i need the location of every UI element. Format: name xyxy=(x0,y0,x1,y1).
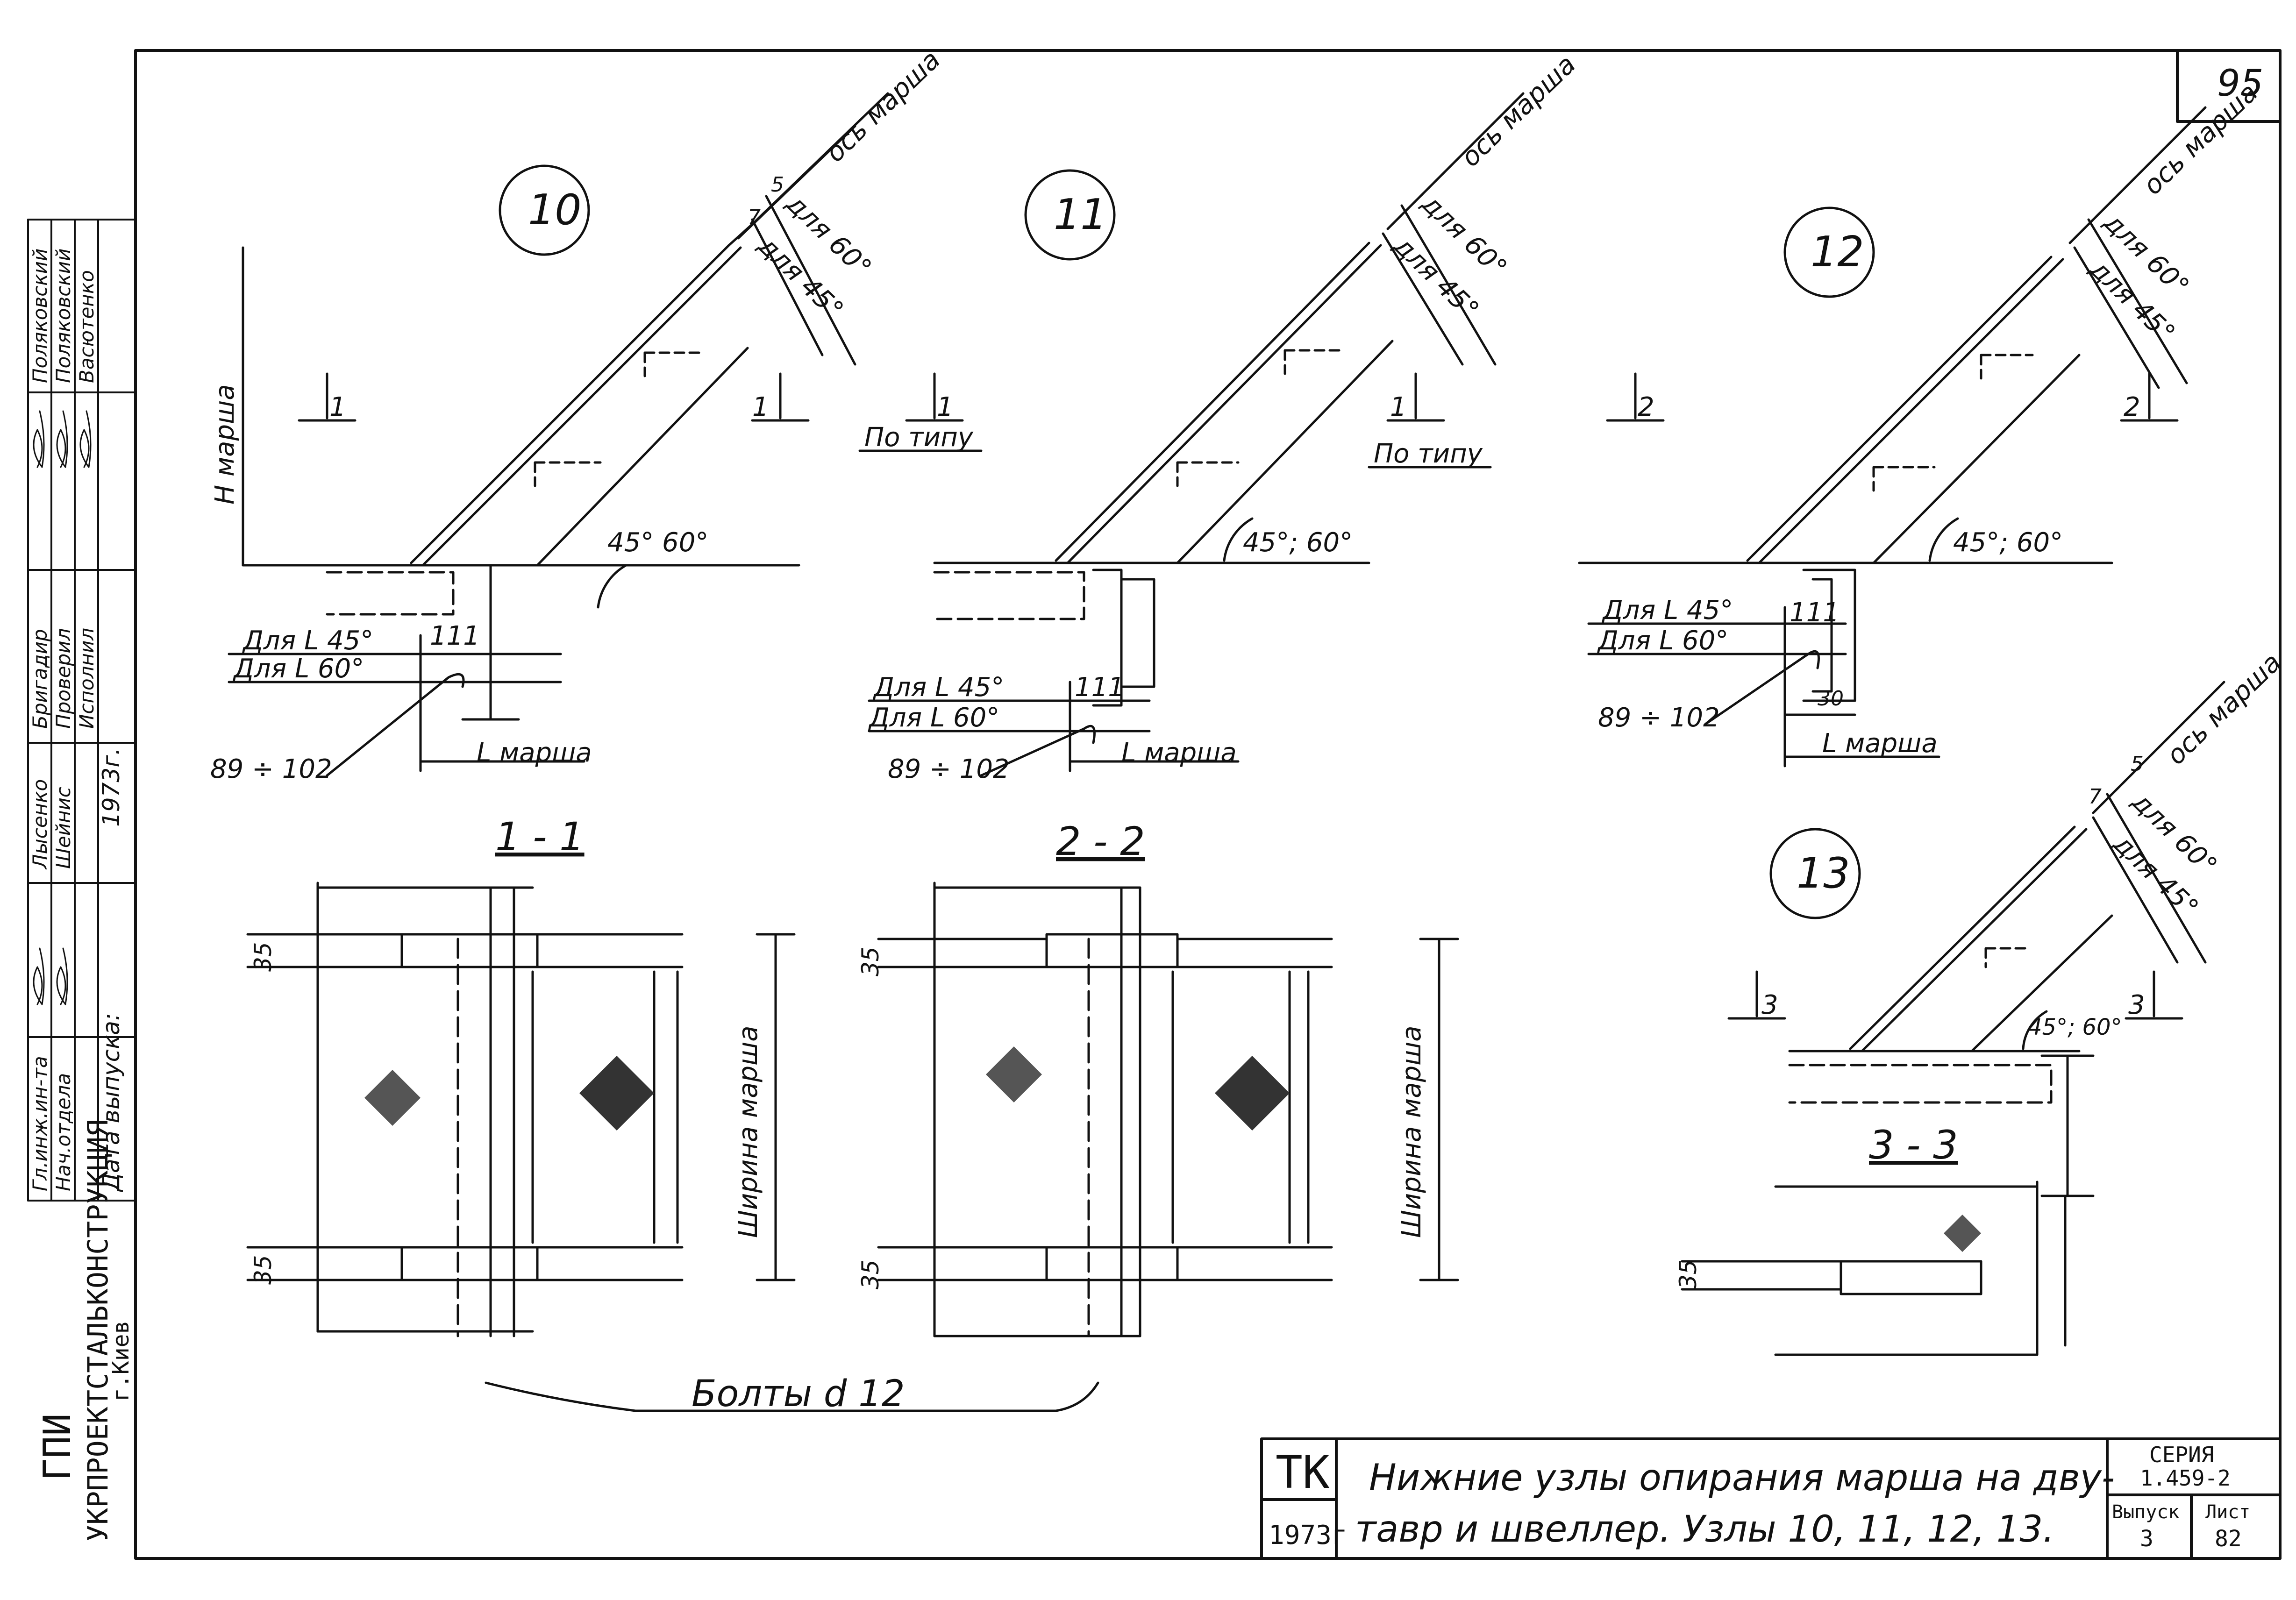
node-10-height: Н марша xyxy=(210,384,240,505)
stamp-role-chief-engineer: Гл.инж.ин-та xyxy=(29,1056,51,1191)
node-11-range: 89 ÷ 102 xyxy=(888,754,1010,784)
node-10-dim-7: 7 xyxy=(748,206,761,229)
stamp-org-2: УКРПРОЕКТСТАЛЬКОНСТРУКЦИЯ xyxy=(82,1120,114,1542)
node-12-for-l60: Для L 60° xyxy=(1597,626,1728,656)
node-12: 12 Для L 45 xyxy=(1578,78,2264,768)
section-1-1-title: 1 - 1 xyxy=(495,814,585,860)
section-1-1: 1 - 1 35 35 xyxy=(246,814,796,1337)
left-stamp: ГПИ УКРПРОЕКТСТАЛЬКОНСТРУКЦИЯ г.Киев Гл.… xyxy=(27,219,136,1542)
node-11-cut-left: 1 xyxy=(937,392,954,422)
section-2-2-dim-top: 35 xyxy=(857,946,884,976)
node-10-dim-5: 5 xyxy=(771,173,784,197)
node-12-number: 12 xyxy=(1811,228,1864,277)
node-11-by-type-left: По типу xyxy=(864,422,974,453)
series-value: 1.459-2 xyxy=(2140,1465,2231,1491)
node-10-cut-right: 1 xyxy=(752,392,769,422)
bolts-leader: Болты d 12 xyxy=(485,1373,1099,1415)
stamp-role-executed: Исполнил xyxy=(75,628,98,729)
node-12-angle: 45°; 60° xyxy=(1953,527,2063,558)
title-block: ТК 1973г Нижние узлы опирания марша на д… xyxy=(1260,1437,2282,1560)
node-12-dim-30: 30 xyxy=(1818,687,1844,711)
section-3-3-dim: 35 xyxy=(1675,1259,1702,1289)
stamp-role-brigadier: Бригадир xyxy=(29,629,51,729)
section-1-1-dim-bottom: 35 xyxy=(250,1255,277,1285)
section-1-1-width: Ширина марша xyxy=(733,1025,763,1238)
title-year: 1973г xyxy=(1269,1520,1348,1550)
title-code: ТК xyxy=(1276,1446,1330,1499)
node-11-dim-111: 111 xyxy=(1075,672,1125,703)
section-2-2-title: 2 - 2 xyxy=(1056,818,1145,864)
signature-scribbles xyxy=(33,410,92,1005)
stamp-sign-3: Васютенко xyxy=(75,270,98,383)
section-2-2-width: Ширина марша xyxy=(1397,1025,1427,1238)
stamp-sign-2: Поляковский xyxy=(52,249,75,383)
sheet-value: 82 xyxy=(2215,1526,2242,1552)
node-11-for-l60: Для L 60° xyxy=(868,703,999,733)
sheet-frame xyxy=(134,49,2282,1560)
node-12-dim-111: 111 xyxy=(1790,597,1840,628)
node-12-cut-left: 2 xyxy=(1638,392,1654,422)
section-2-2: 2 - 2 35 35 xyxy=(857,818,1459,1337)
node-10-for-l60: Для L 60° xyxy=(232,654,364,684)
node-13-axis: ось марша xyxy=(2161,647,2288,771)
stamp-role-head-dept: Нач.отдела xyxy=(52,1073,75,1191)
node-13-dim-5: 5 xyxy=(2131,752,2144,776)
node-12-range: 89 ÷ 102 xyxy=(1598,703,1720,733)
stamp-name-2: Шейнис xyxy=(52,787,75,869)
node-10-range: 89 ÷ 102 xyxy=(210,754,332,784)
issue-value: 3 xyxy=(2140,1526,2153,1552)
issue-label: Выпуск xyxy=(2112,1501,2180,1523)
node-10-number: 10 xyxy=(528,185,582,235)
node-11-for-l45: Для L 45° xyxy=(872,672,1004,703)
node-13-number: 13 xyxy=(1797,849,1850,898)
node-11-by-type-right: По типу xyxy=(1374,439,1483,469)
section-1-1-hatch xyxy=(364,1056,654,1131)
node-10-for-l45: Для L 45° xyxy=(242,626,373,656)
page-number: 95 xyxy=(2217,63,2263,105)
section-2-2-dim-bottom: 35 xyxy=(857,1259,884,1289)
stamp-sign-1: Поляковский xyxy=(29,249,51,383)
stamp-org-3: г.Киев xyxy=(108,1321,134,1401)
sheet-label: Лист xyxy=(2205,1501,2250,1523)
node-10-axis: ось марша xyxy=(820,45,947,169)
node-13-dim-7: 7 xyxy=(2089,785,2102,809)
node-10-length: L марша xyxy=(477,738,592,768)
node-11-cut-right: 1 xyxy=(1390,392,1407,422)
bolts-label: Болты d 12 xyxy=(692,1373,905,1415)
node-10-dim-111: 111 xyxy=(430,621,480,651)
stamp-org-1: ГПИ xyxy=(36,1414,79,1481)
section-3-3-title: 3 - 3 xyxy=(1869,1122,1958,1168)
node-13-angle: 45°; 60° xyxy=(2028,1014,2122,1040)
series-label: СЕРИЯ xyxy=(2149,1442,2214,1467)
node-11-angle: 45°; 60° xyxy=(1243,527,1353,558)
node-11: 11 xyxy=(858,50,1582,784)
section-3-3: 3 - 3 35 xyxy=(1675,1122,2067,1356)
node-11-length: L марша xyxy=(1121,738,1237,768)
node-10-cut-left: 1 xyxy=(329,392,346,422)
stamp-role-checked: Проверил xyxy=(52,628,75,729)
node-10-angle: 45° 60° xyxy=(607,527,708,558)
node-10: 10 xyxy=(210,45,946,784)
node-13-cut-right: 3 xyxy=(2128,990,2145,1020)
node-13-cut-left: 3 xyxy=(1761,990,1778,1020)
section-2-2-hatch xyxy=(986,1046,1290,1131)
section-1-1-dim-top: 35 xyxy=(250,942,277,972)
stamp-year: 1973г. xyxy=(98,748,125,827)
node-12-for-l45: Для L 45° xyxy=(1601,595,1733,626)
title-description-1: Нижние узлы опирания марша на дву- xyxy=(1369,1457,2115,1499)
node-12-axis: ось марша xyxy=(2138,78,2264,201)
node-11-number: 11 xyxy=(1054,190,1107,239)
stamp-date-label: Дата выпуска: xyxy=(98,1013,125,1192)
node-11-axis: ось марша xyxy=(1455,50,1582,173)
title-description-2: тавр и швеллер. Узлы 10, 11, 12, 13. xyxy=(1355,1508,2054,1550)
node-13: 13 3 3 45°; 60° ось марша для 60° для 45… xyxy=(1727,647,2288,1197)
node-12-length: L марша xyxy=(1822,728,1938,759)
node-12-cut-right: 2 xyxy=(2124,392,2140,422)
stamp-name-1: Лысенко xyxy=(29,779,51,870)
